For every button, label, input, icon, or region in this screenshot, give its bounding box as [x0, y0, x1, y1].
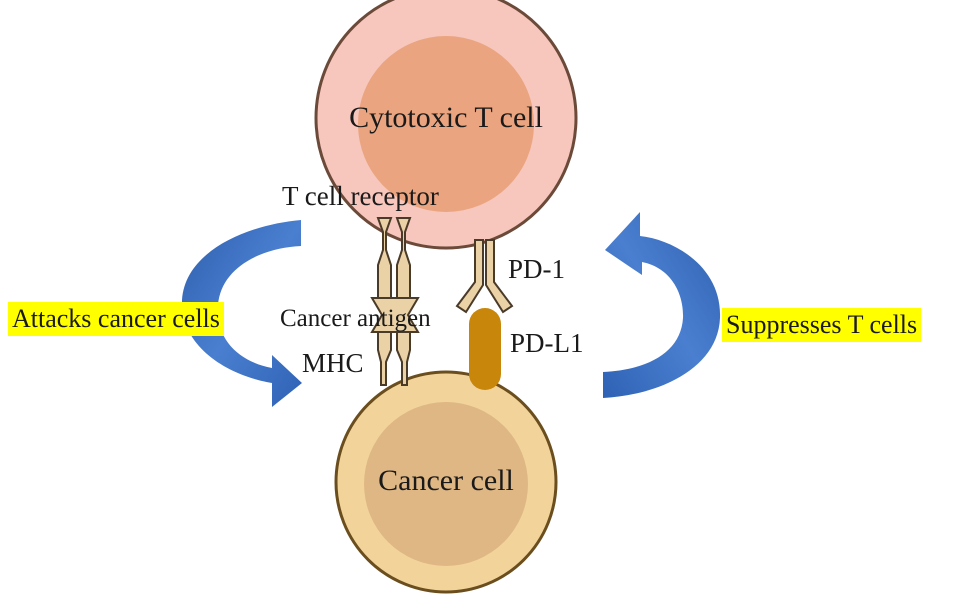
- cancer-antigen: [370, 297, 420, 333]
- attacks-cancer-cells-label: Attacks cancer cells: [8, 302, 224, 336]
- cancer-cell-label: Cancer cell: [378, 464, 514, 497]
- t-cell-nucleus: [358, 36, 534, 212]
- t-cell-label: Cytotoxic T cell: [349, 101, 543, 134]
- pdl1-ligand: [469, 308, 501, 390]
- t-cell-receptor-label: T cell receptor: [282, 181, 439, 211]
- suppresses-t-cells-label: Suppresses T cells: [722, 308, 922, 342]
- cancer-antigen-label: Cancer antigen: [280, 305, 431, 332]
- attack-arrow: [181, 220, 302, 407]
- suppress-arrow: [603, 212, 721, 398]
- pd1-receptor: [455, 239, 514, 314]
- t-cell-receptor: [376, 217, 412, 301]
- pd1-label: PD-1: [508, 254, 565, 284]
- cancer-cell: Cancer cell: [334, 370, 558, 594]
- mhc: [377, 331, 411, 386]
- pdl1-label: PD-L1: [510, 328, 584, 358]
- t-cell: Cytotoxic T cell: [314, 0, 578, 250]
- cancer-cell-nucleus: [364, 402, 528, 566]
- mhc-label: MHC: [302, 348, 364, 378]
